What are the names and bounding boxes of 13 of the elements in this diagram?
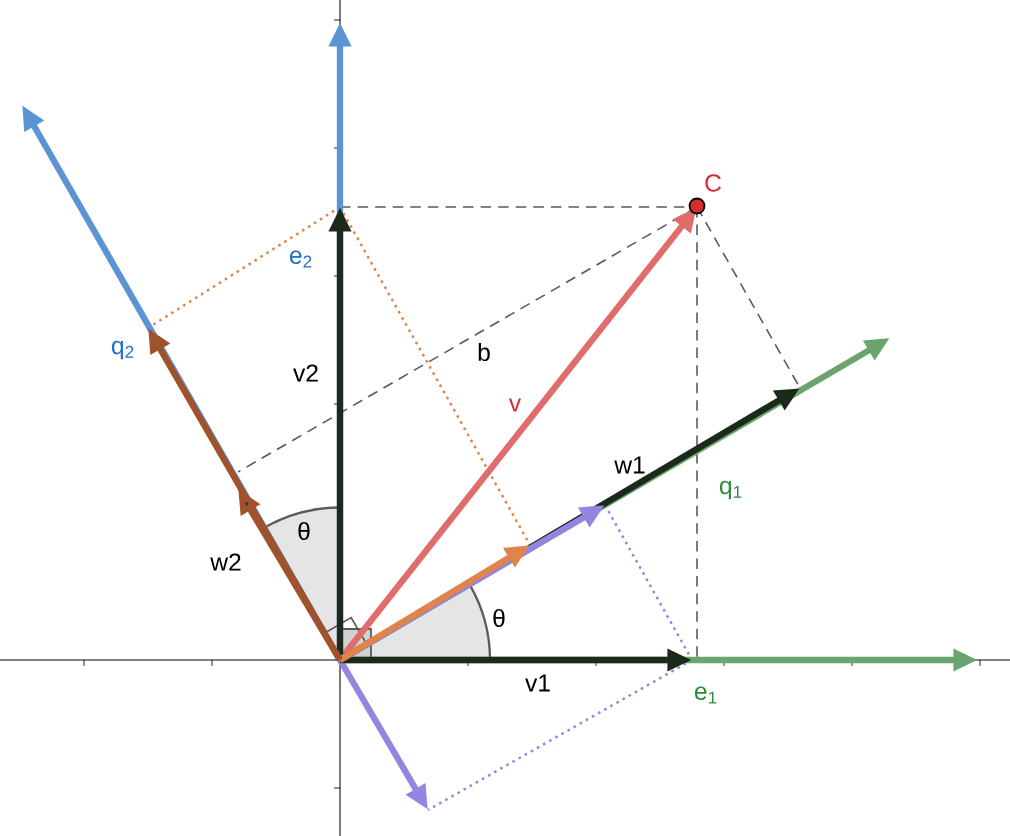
vector-label: v2 [293, 364, 318, 382]
line-label: b [478, 342, 490, 362]
angle-label: θ [298, 521, 310, 541]
vector-label: e$_{1}$ [695, 686, 717, 704]
vector-label: v [508, 398, 522, 412]
vector-label: q$_{2}$ [111, 340, 134, 360]
angle-label: θ [493, 608, 505, 628]
vector-label: w2 [210, 553, 241, 571]
point-label: C [705, 174, 721, 192]
vector-label: w1 [614, 456, 645, 474]
vector-label: q$_{1}$ [719, 480, 742, 500]
vector-label: e$_{2}$ [290, 250, 312, 268]
vector-label: v1 [525, 674, 550, 692]
